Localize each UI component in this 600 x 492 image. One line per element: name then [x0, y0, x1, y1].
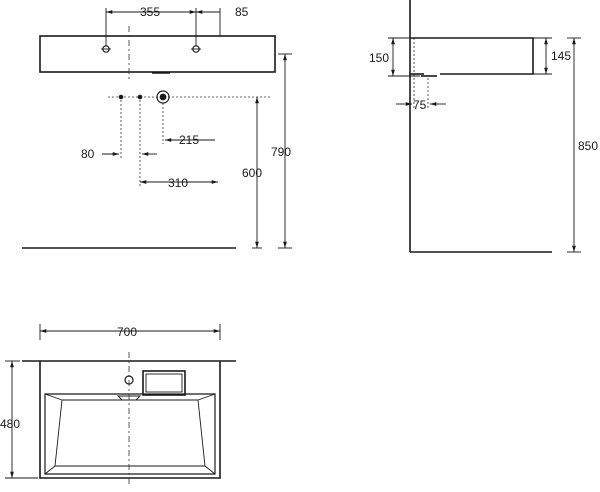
basin-side-outline — [410, 37, 534, 75]
supply-points — [108, 90, 270, 104]
overflow-slot — [116, 395, 142, 401]
dim-700-label: 700 — [117, 325, 137, 339]
basin-top-outline — [39, 361, 221, 479]
dim-75-label: 75 — [413, 98, 427, 112]
bowl-inner-bottom — [54, 399, 206, 467]
dim-310-label: 310 — [168, 176, 188, 190]
shelf-recess-outer — [142, 370, 186, 396]
dim-145-label: 145 — [551, 49, 571, 63]
basin-front-outline — [39, 35, 276, 73]
dim-80-label: 80 — [81, 147, 95, 161]
top-view: 700 480 — [0, 324, 236, 484]
dim-150-label: 150 — [369, 51, 389, 65]
front-view: 355 85 215 80 310 600 790 — [22, 5, 292, 249]
side-view: 150 145 75 850 — [369, 0, 598, 253]
shelf-recess-inner — [145, 373, 183, 393]
bowl-inner-outline — [44, 393, 216, 475]
supply-point-right-icon — [137, 94, 143, 100]
dim-215-label: 215 — [179, 133, 199, 147]
dim-600-label: 600 — [242, 166, 262, 180]
dim-790-label: 790 — [271, 145, 291, 159]
dim-850-label: 850 — [578, 139, 598, 153]
dim-85-label: 85 — [235, 5, 249, 19]
supply-point-left-icon — [118, 94, 124, 100]
dim-355-label: 355 — [140, 5, 160, 19]
dim-480-label: 480 — [0, 417, 20, 431]
